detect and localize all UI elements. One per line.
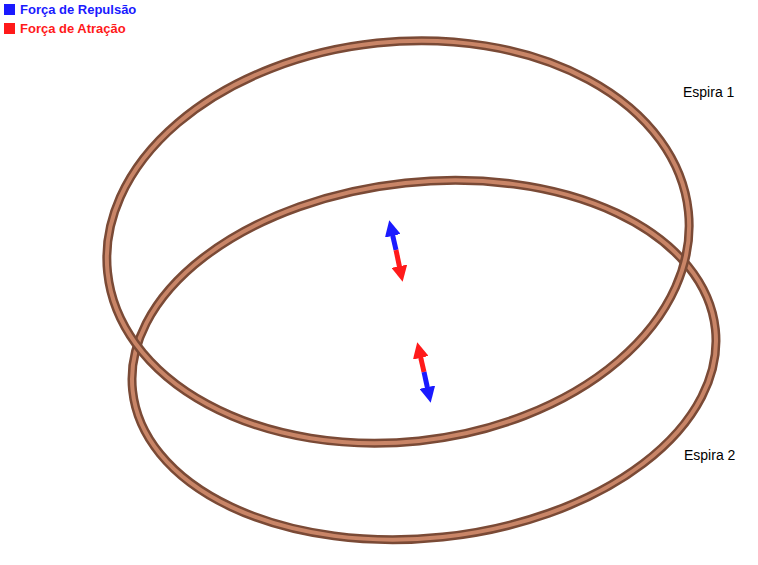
loop-1 [87,13,710,472]
force-arrows-lower [419,350,429,395]
force-arrows-upper [391,228,401,274]
legend-swatch [4,23,15,34]
legend-text: Força de Atração [20,21,126,36]
loop-label: Espira 1 [683,84,734,100]
loop-2 [114,152,734,565]
legend-text: Força de Repulsão [20,2,136,17]
legend-swatch [4,4,15,15]
loop-label: Espira 2 [684,447,735,463]
